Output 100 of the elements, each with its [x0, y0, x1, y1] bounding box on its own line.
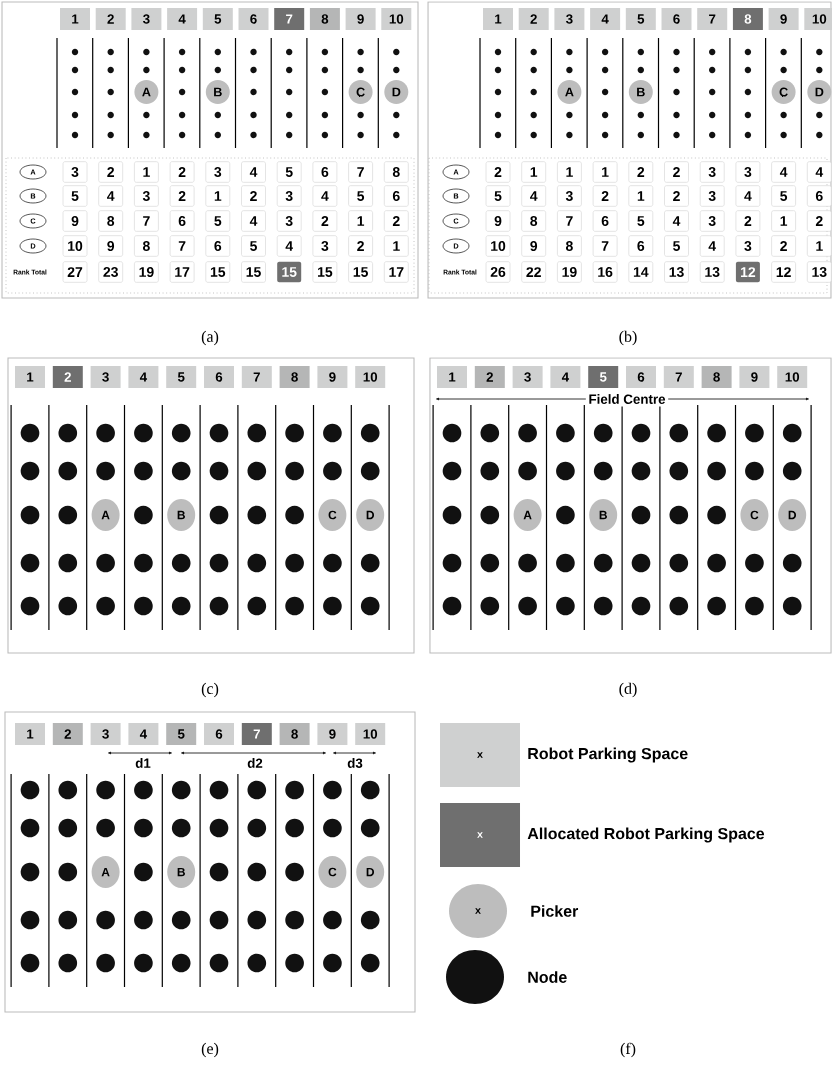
rank-cell: 4	[98, 185, 124, 207]
parking-space-box: 3	[131, 8, 162, 30]
panel-caption: (d)	[619, 682, 637, 698]
rank-cell: 1	[134, 161, 159, 183]
rank-cell: 5	[628, 210, 654, 232]
parking-space-box: 7	[241, 366, 272, 388]
rank-cell: 5	[664, 235, 689, 257]
rank-cell: 22	[521, 261, 547, 283]
rank-cell: 3	[312, 235, 338, 257]
rank-cell: 2	[241, 185, 266, 207]
rank-cell: 6	[169, 210, 195, 232]
parking-space-box: 8	[701, 366, 732, 388]
panel-frame	[7, 357, 415, 654]
node-label: 6	[815, 191, 823, 201]
rank-cell: 3	[735, 235, 761, 257]
parking-space-box: x	[440, 723, 520, 787]
rank-cell: 13	[664, 261, 689, 283]
rank-cell: 1	[383, 235, 409, 257]
parking-space-box: 6	[204, 366, 234, 388]
parking-space-box: 8	[279, 366, 310, 388]
parking-space-box: 8	[732, 8, 763, 30]
rank-cell: 4	[241, 161, 266, 183]
rank-cell: 2	[312, 210, 338, 232]
rank-cell: 6	[205, 235, 231, 257]
rank-cell: 4	[312, 185, 338, 207]
parking-space-box: 5	[166, 366, 197, 388]
parking-space-box: 10	[355, 723, 386, 745]
parking-space-box: 7	[697, 8, 728, 30]
rank-cell: 4	[806, 161, 832, 183]
parking-space-box: 9	[317, 366, 348, 388]
parking-space-box: 4	[128, 366, 159, 388]
rank-cell: 3	[205, 161, 231, 183]
parking-space-box: 9	[345, 8, 376, 30]
rank-cell: 5	[241, 235, 266, 257]
node-label: 1	[816, 241, 823, 251]
rank-cell: 5	[276, 161, 302, 183]
parking-space-box: 3	[90, 366, 121, 388]
rank-cell: 26	[485, 261, 511, 283]
parking-space-box: 6	[661, 8, 692, 30]
parking-space-box: 4	[590, 8, 621, 30]
rank-cell: 2	[485, 161, 511, 183]
panel-caption: (f)	[620, 1042, 636, 1058]
rank-cell: 17	[169, 261, 195, 283]
panel-frame	[4, 711, 416, 1013]
parking-space-box: 2	[52, 723, 83, 745]
rank-cell: 8	[383, 161, 409, 183]
rank-cell: 4	[771, 161, 796, 183]
rank-cell: 7	[348, 161, 373, 183]
rank-cell: 3	[276, 210, 302, 232]
rank-cell: 6	[628, 235, 654, 257]
rank-cell: 3	[699, 161, 725, 183]
rank-cell: 4	[699, 235, 725, 257]
panel-caption: (b)	[619, 330, 637, 346]
node-label: 2	[815, 216, 823, 226]
parking-space-box: 1	[483, 8, 513, 30]
rank-cell: 8	[557, 235, 582, 257]
rank-cell: 7	[134, 210, 159, 232]
legend-text: Robot Parking Space	[528, 747, 688, 763]
panel-frame	[429, 357, 832, 654]
parking-space-box: 1	[437, 366, 467, 388]
rank-cell: 2	[664, 161, 689, 183]
node-label: 13	[812, 267, 827, 277]
rank-cell: 14	[628, 261, 654, 283]
parking-space-box: 2	[52, 366, 83, 388]
rank-cell: 3	[699, 210, 725, 232]
node-dot	[446, 950, 504, 1004]
parking-space-box: 4	[128, 723, 159, 745]
panel-caption: (c)	[201, 682, 219, 698]
rank-cell: 15	[312, 261, 338, 283]
rank-cell: 1	[771, 210, 796, 232]
parking-space-box: 10	[804, 8, 832, 30]
rank-cell: 7	[169, 235, 195, 257]
parking-space-box: 7	[274, 8, 305, 30]
legend-text: Allocated Robot Parking Space	[527, 827, 765, 843]
rank-cell: 13	[699, 261, 725, 283]
rank-cell: 6	[383, 185, 409, 207]
panel-frame	[1, 1, 419, 299]
rank-cell: 2	[98, 161, 124, 183]
rank-cell: 10	[62, 235, 88, 257]
rank-cell: 9	[98, 235, 124, 257]
parking-space-box: 3	[554, 8, 585, 30]
panel-frame	[427, 1, 832, 299]
rank-cell: 17	[383, 261, 409, 283]
rank-cell: 5	[205, 210, 231, 232]
parking-space-box: 9	[317, 723, 348, 745]
parking-space-box: 5	[202, 8, 233, 30]
rank-cell: 2	[806, 210, 832, 232]
parking-space-box: 10	[777, 366, 808, 388]
rank-cell: 16	[592, 261, 618, 283]
rank-cell: 3	[62, 161, 88, 183]
rank-cell: 2	[348, 235, 373, 257]
rank-cell: 1	[205, 185, 231, 207]
parking-space-box: 7	[663, 366, 694, 388]
rank-cell: 2	[664, 185, 689, 207]
rank-cell: 6	[312, 161, 338, 183]
rank-cell: 12	[771, 261, 796, 283]
parking-space-box: 6	[238, 8, 269, 30]
rank-cell: 13	[806, 261, 832, 283]
parking-space-box: 1	[15, 723, 45, 745]
rank-cell: 5	[348, 185, 373, 207]
